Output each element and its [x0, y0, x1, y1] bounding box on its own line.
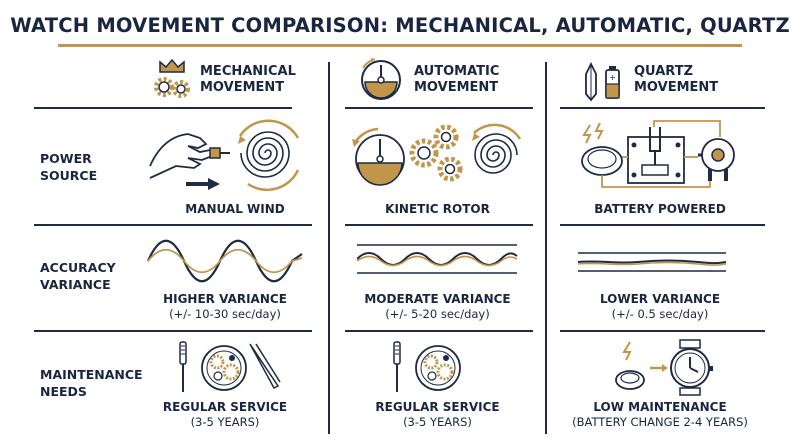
maintenance-label: REGULAR SERVICE — [162, 400, 288, 414]
column-header-line: MOVEMENT — [634, 80, 719, 95]
row-divider — [34, 224, 312, 226]
row-divider — [34, 107, 292, 109]
row-label-line: NEEDS — [40, 384, 87, 399]
svg-text:+: + — [609, 73, 616, 82]
row-label-line: MAINTENANCE — [40, 367, 143, 382]
power-caption-quartz: BATTERY POWERED — [565, 202, 755, 217]
maintenance-caption-quartz: LOW MAINTENANCE (BATTERY CHANGE 2-4 YEAR… — [558, 400, 762, 430]
crystal-battery-icon: + — [582, 58, 624, 102]
maintenance-detail: (BATTERY CHANGE 2-4 YEARS) — [572, 415, 748, 429]
row-divider — [34, 330, 312, 332]
page-title: WATCH MOVEMENT COMPARISON: MECHANICAL, A… — [10, 14, 790, 37]
accuracy-caption-quartz: LOWER VARIANCE (+/- 0.5 sec/day) — [565, 292, 755, 322]
row-label-maintenance-needs: MAINTENANCE NEEDS — [40, 366, 150, 400]
battery-circuit-icon — [570, 117, 750, 195]
screwdriver-movement-tweezers-icon — [172, 338, 284, 396]
rotor-gears-icon — [350, 117, 530, 195]
maintenance-label: REGULAR SERVICE — [375, 400, 500, 414]
hand-winding-crown-icon — [148, 118, 308, 196]
row-label-line: ACCURACY — [40, 260, 116, 275]
maintenance-detail: (3-5 YEARS) — [403, 415, 472, 429]
maintenance-caption-automatic: REGULAR SERVICE (3-5 YEARS) — [350, 400, 525, 430]
accuracy-detail: (+/- 0.5 sec/day) — [611, 307, 709, 321]
column-divider — [328, 62, 330, 434]
battery-cell-watch-icon — [608, 338, 720, 396]
maintenance-label: LOW MAINTENANCE — [593, 400, 727, 414]
column-header-line: MOVEMENT — [200, 80, 285, 95]
low-variance-wave-icon — [578, 251, 728, 273]
row-label-power-source: POWER SOURCE — [40, 150, 150, 184]
maintenance-caption-mechanical: REGULAR SERVICE (3-5 YEARS) — [140, 400, 310, 430]
power-caption-automatic: KINETIC ROTOR — [350, 202, 525, 217]
spiral-spring-icon — [240, 131, 290, 178]
crown-gears-icon — [150, 58, 194, 102]
power-label: MANUAL WIND — [185, 202, 285, 216]
high-variance-wave-icon — [146, 236, 304, 286]
power-label: BATTERY POWERED — [594, 202, 726, 216]
rotor-icon — [357, 56, 407, 104]
column-header-line: QUARTZ — [634, 64, 693, 79]
accuracy-caption-mechanical: HIGHER VARIANCE (+/- 10-30 sec/day) — [140, 292, 310, 322]
row-divider — [345, 107, 533, 109]
row-label-line: SOURCE — [40, 168, 98, 183]
power-label: KINETIC ROTOR — [385, 202, 490, 216]
power-caption-mechanical: MANUAL WIND — [150, 202, 320, 217]
row-divider — [345, 224, 533, 226]
maintenance-detail: (3-5 YEARS) — [190, 415, 260, 429]
title-underline — [58, 44, 742, 47]
accuracy-label: LOWER VARIANCE — [599, 292, 721, 306]
moderate-variance-wave-icon — [357, 242, 519, 276]
column-divider — [545, 62, 547, 434]
column-header-automatic: AUTOMATIC MOVEMENT — [414, 64, 499, 96]
screwdriver-movement-icon — [388, 338, 468, 396]
row-divider — [560, 224, 765, 226]
column-header-mechanical: MECHANICAL MOVEMENT — [200, 64, 296, 96]
row-divider — [345, 330, 533, 332]
column-header-line: AUTOMATIC — [414, 64, 500, 79]
row-divider — [560, 107, 765, 109]
column-header-line: MECHANICAL — [200, 64, 296, 79]
accuracy-label: MODERATE VARIANCE — [364, 292, 511, 306]
accuracy-caption-automatic: MODERATE VARIANCE (+/- 5-20 sec/day) — [350, 292, 525, 322]
column-header-line: MOVEMENT — [414, 80, 499, 95]
accuracy-detail: (+/- 10-30 sec/day) — [169, 307, 281, 321]
accuracy-label: HIGHER VARIANCE — [163, 292, 287, 306]
row-label-accuracy-variance: ACCURACY VARIANCE — [40, 259, 150, 293]
column-header-quartz: QUARTZ MOVEMENT — [634, 64, 718, 96]
row-divider — [560, 330, 765, 332]
row-label-line: VARIANCE — [40, 277, 111, 292]
accuracy-detail: (+/- 5-20 sec/day) — [385, 307, 490, 321]
row-label-line: POWER — [40, 151, 92, 166]
